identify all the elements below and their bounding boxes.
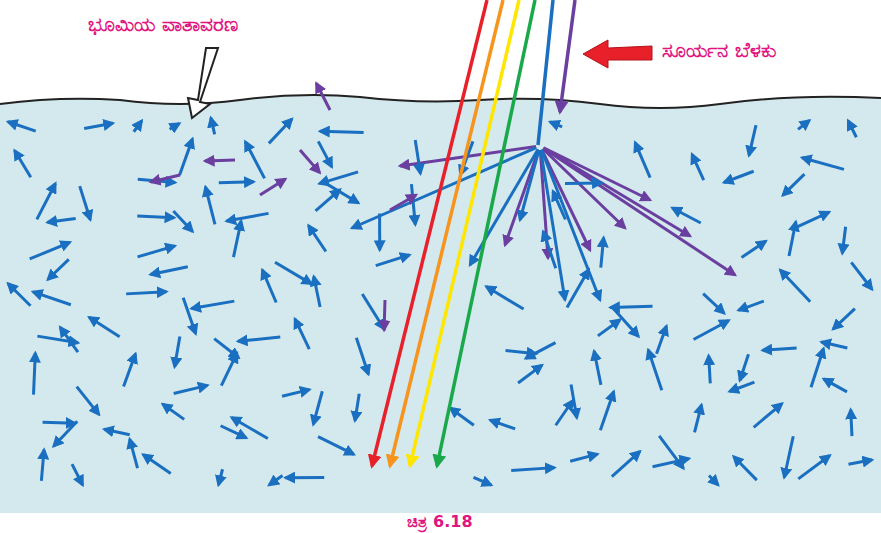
- scattered-light: [8, 83, 872, 485]
- sunlight-label: ಸೂರ್ಯನ ಬೆಳಕು: [662, 38, 776, 62]
- atmosphere-label: ಭೂಮಿಯ ವಾತಾವರಣ: [88, 12, 238, 36]
- sun-rays: [372, 0, 575, 466]
- pointer-arrow: [583, 40, 652, 68]
- figure-caption: ಚಿತ್ರ 6.18: [407, 512, 472, 531]
- pointer-arrow: [188, 48, 218, 118]
- atmosphere-boundary: [0, 95, 881, 108]
